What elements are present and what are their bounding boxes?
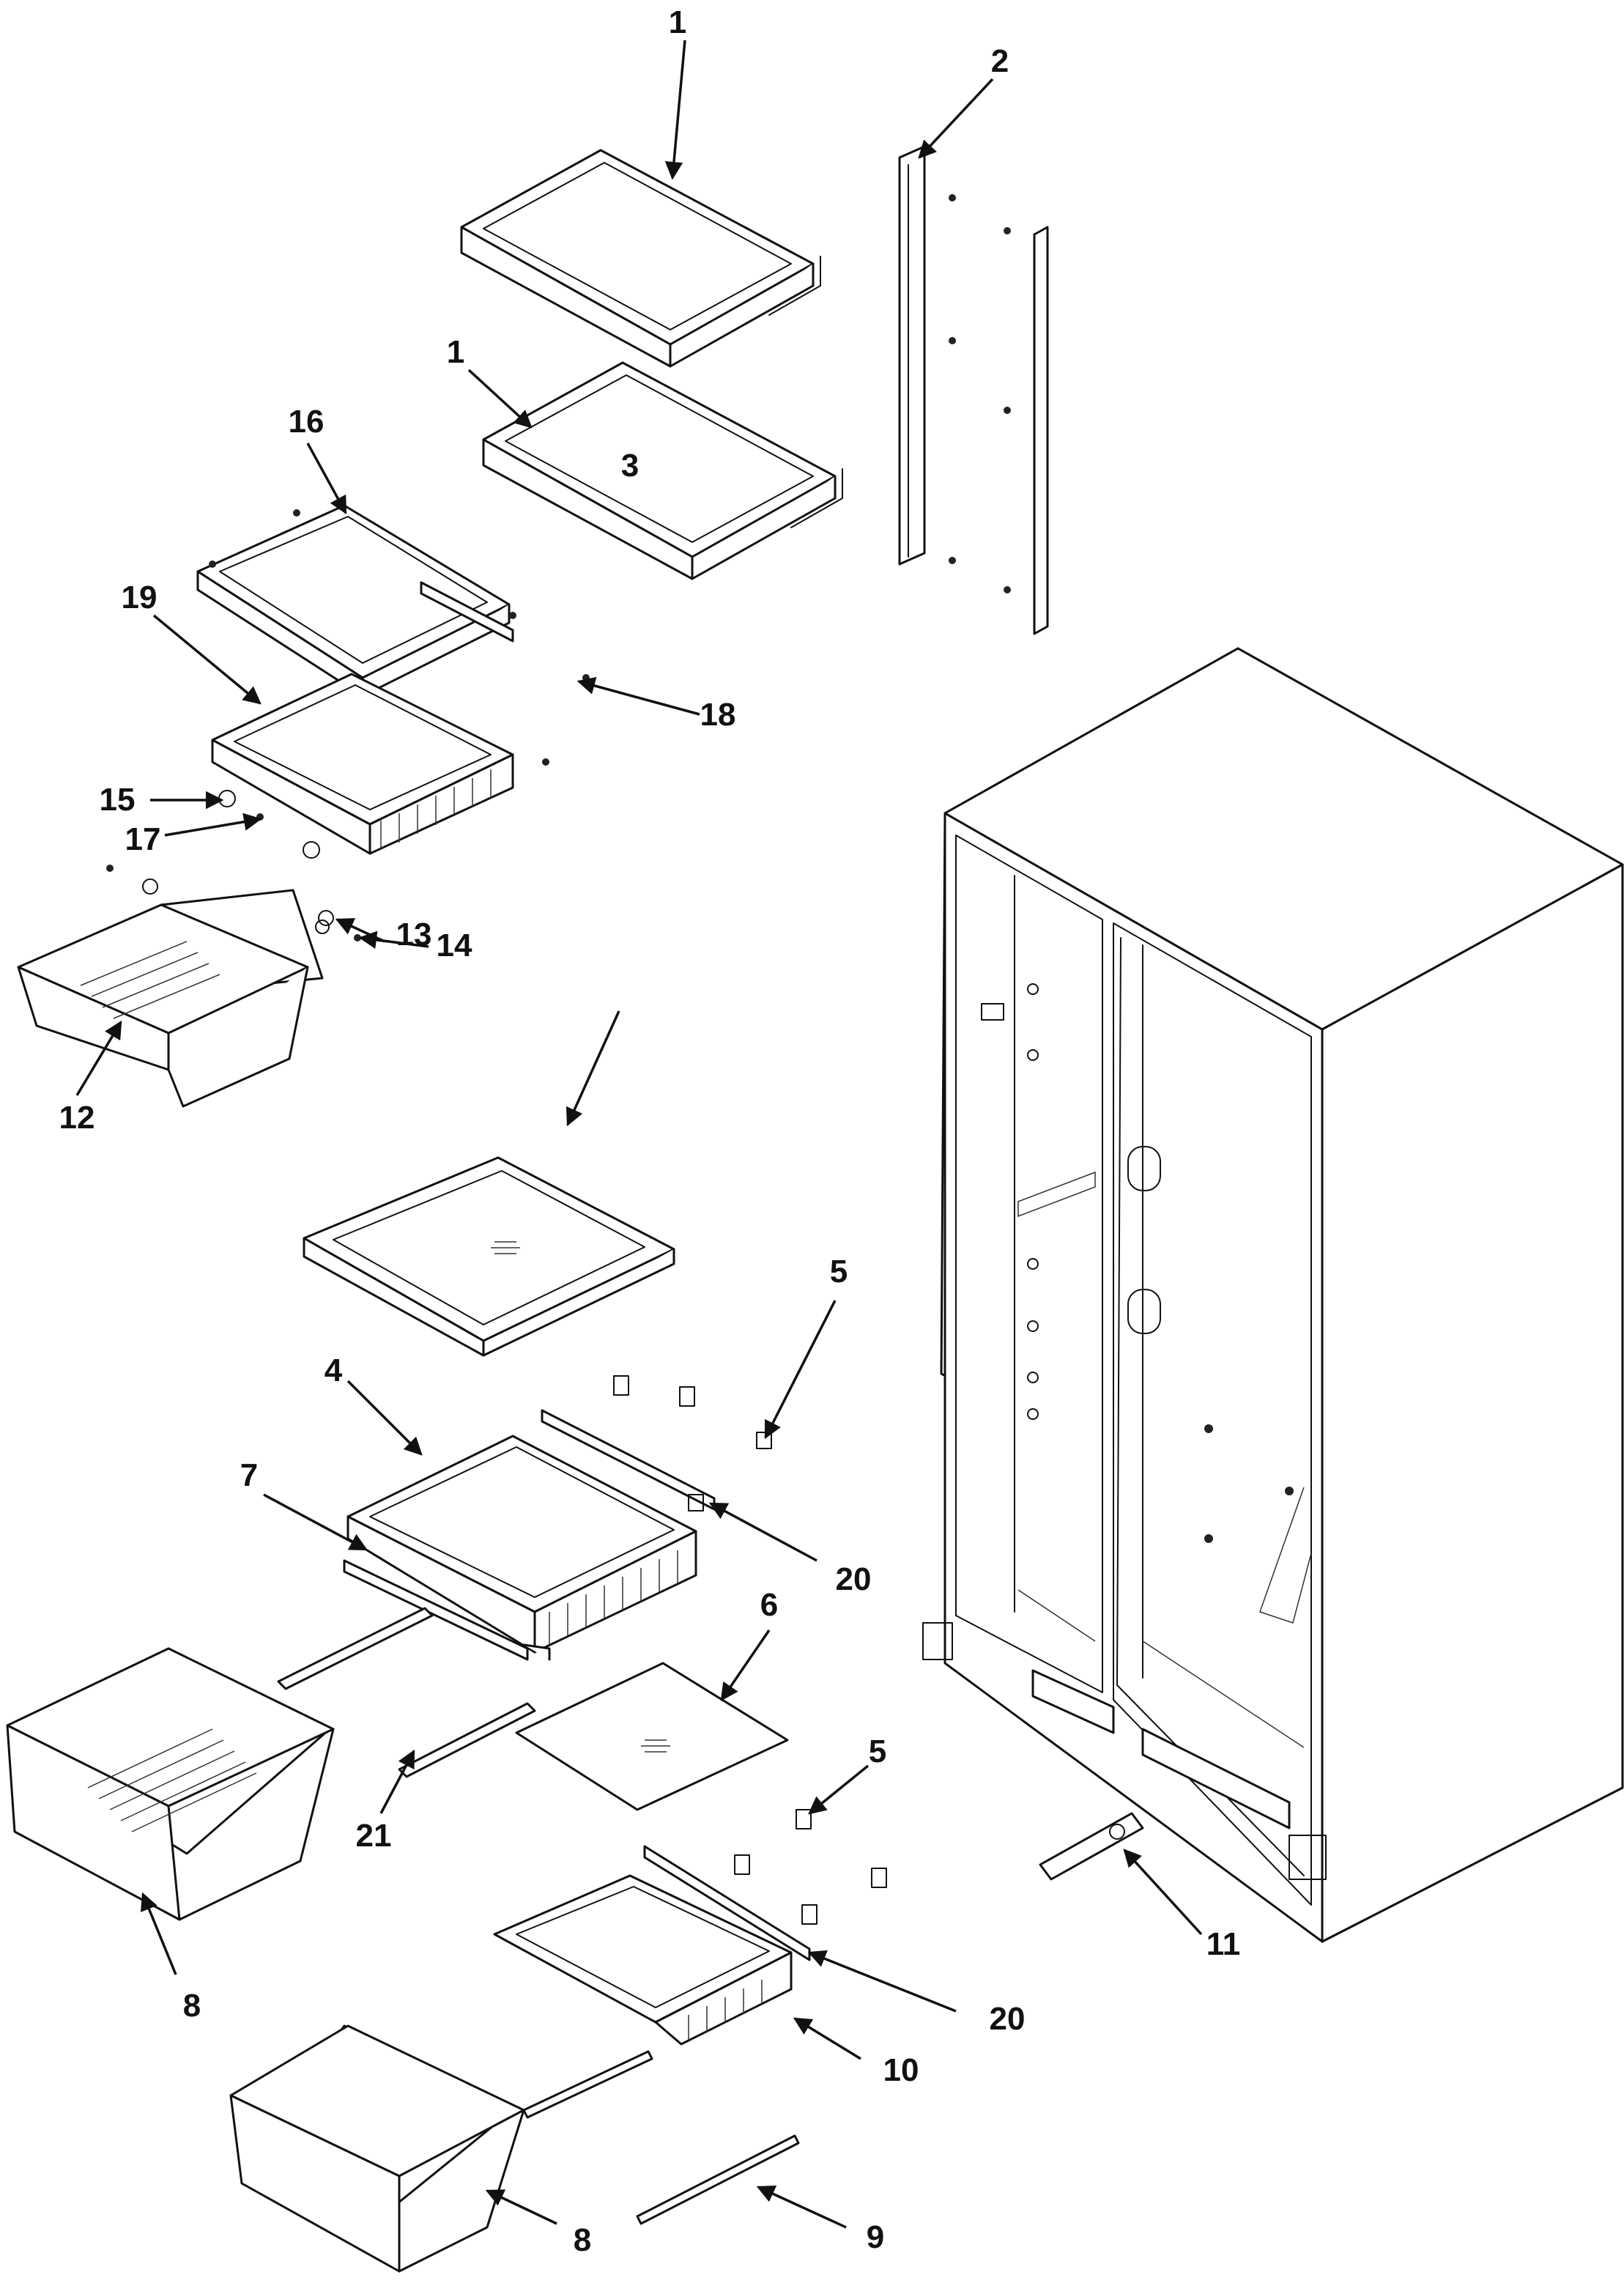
callout-19-cover: 19 [122, 580, 157, 615]
callout-9-slide: 9 [867, 2219, 884, 2255]
callout-4-drawer-frame: 4 [325, 1353, 343, 1388]
leader-lines [75, 40, 1203, 2229]
callout-1-upper-shelf: 1 [669, 4, 686, 40]
callout-10-drawer-frame: 10 [883, 2052, 919, 2088]
shelf-1-lower [482, 361, 843, 580]
callout-7-slide: 7 [240, 1457, 258, 1493]
callout-3-glass-shelf: 3 [621, 448, 639, 484]
drawer-frame-4 [346, 1409, 716, 1654]
callout-2-shelf-ladder: 2 [991, 43, 1009, 79]
callout-5-clip-lower: 5 [869, 1733, 886, 1769]
pan-drawer-8-lower [229, 2024, 653, 2273]
callout-20-rail-lower: 20 [990, 2001, 1026, 2037]
callout-13: 13 [396, 917, 432, 952]
glass-panel-6 [515, 1662, 789, 1811]
drawer-slides [277, 1559, 551, 1778]
pan-drawer-8-upper [6, 1647, 335, 1921]
callout-1-lower-shelf: 1 [447, 334, 464, 370]
callout-5-clip-upper: 5 [830, 1254, 848, 1289]
callout-labels: 1 1 2 3 4 5 5 6 7 8 8 9 10 11 12 13 14 1… [59, 4, 1241, 2258]
refrigerator-cabinet [922, 647, 1624, 1943]
callout-20-rail-upper: 20 [836, 1561, 872, 1597]
callout-12-crisper: 12 [59, 1100, 95, 1136]
callout-18: 18 [700, 697, 736, 733]
callout-8-lower-pan: 8 [574, 2222, 591, 2258]
callout-16-shelf: 16 [289, 404, 325, 440]
part-11-bracket [1039, 1812, 1144, 1881]
drawer-frame-10 [493, 1845, 811, 2046]
callout-8-upper-pan: 8 [183, 1988, 201, 2024]
shelf-1-upper [460, 149, 821, 368]
crisper-cover-19 [211, 673, 549, 855]
drawer-slide-9 [636, 2134, 800, 2225]
glass-shelf-3 [303, 1156, 675, 1357]
shelf-ladder-2 [898, 145, 1049, 635]
shelf-16 [196, 504, 516, 698]
callout-17: 17 [125, 821, 161, 857]
crisper-drawer-12 [17, 865, 334, 1108]
callout-11-bracket: 11 [1206, 1926, 1241, 1962]
callout-14: 14 [437, 928, 472, 963]
callout-6-glass-panel: 6 [760, 1587, 778, 1623]
callout-15: 15 [100, 782, 136, 818]
callout-21-slide: 21 [356, 1818, 392, 1854]
